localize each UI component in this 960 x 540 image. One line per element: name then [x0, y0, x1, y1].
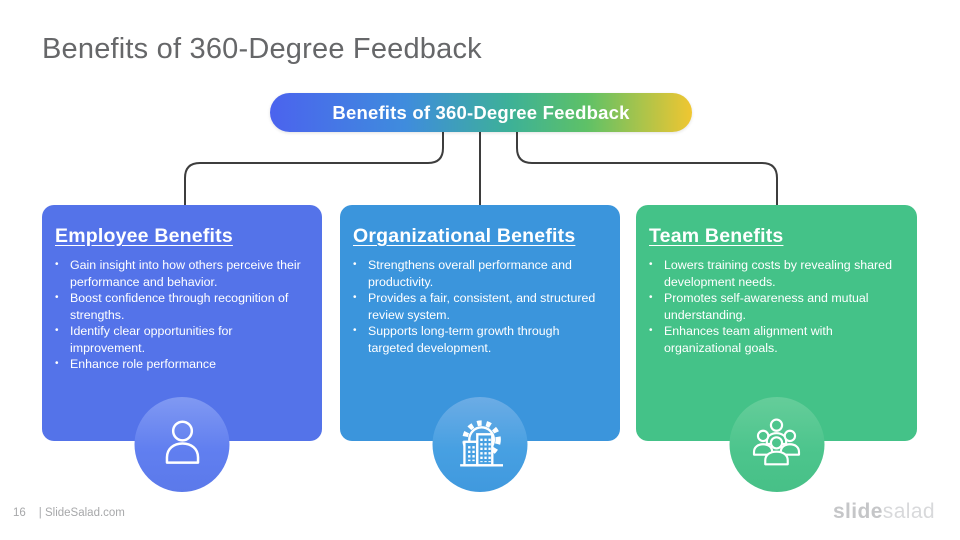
- bullet-marker: •: [55, 358, 59, 369]
- bullet-item: •Enhance role performance: [55, 357, 217, 371]
- bullet-item: •Gain insight into how others perceive t…: [55, 258, 301, 289]
- bullet-item: •Provides a fair, consistent, and struct…: [353, 291, 596, 322]
- bullet-list: •Strengthens overall performance and pro…: [340, 257, 620, 356]
- team-icon: [752, 418, 801, 465]
- bullet-marker: •: [353, 259, 357, 270]
- banner-pill: Benefits of 360-Degree Feedback: [270, 93, 692, 132]
- bullet-marker: •: [649, 292, 653, 303]
- person-icon: [165, 419, 199, 464]
- card-organizational-benefits: Organizational Benefits •Strengthens ove…: [340, 205, 620, 492]
- site-label: | SlideSalad.com: [38, 507, 125, 519]
- bullet-item: •Promotes self-awareness and mutual unde…: [649, 291, 869, 322]
- bullet-marker: •: [353, 325, 357, 336]
- banner-label: Benefits of 360-Degree Feedback: [332, 101, 630, 123]
- bullet-item: •Boost confidence through recognition of…: [55, 291, 289, 322]
- slidesalad-logo: slidesalad: [833, 500, 935, 524]
- bullet-item: •Lowers training costs by revealing shar…: [649, 258, 892, 289]
- icon-badge: [432, 397, 528, 492]
- bullet-marker: •: [649, 325, 653, 336]
- page-title: Benefits of 360-Degree Feedback: [42, 33, 482, 65]
- page-number: 16: [13, 507, 26, 519]
- bullet-marker: •: [55, 259, 59, 270]
- card-title: Employee Benefits: [55, 225, 233, 247]
- connector-right: [516, 131, 778, 205]
- bullet-item: •Supports long-term growth through targe…: [353, 324, 560, 355]
- bullet-marker: •: [55, 292, 59, 303]
- bullet-marker: •: [55, 325, 59, 336]
- icon-badge: [729, 397, 824, 492]
- logo-light-part: salad: [882, 500, 935, 523]
- bullet-marker: •: [353, 292, 357, 303]
- footer: 16 | SlideSalad.com: [13, 507, 125, 519]
- card-team-benefits: Team Benefits •Lowers training costs by …: [636, 205, 917, 492]
- card-employee-benefits: Employee Benefits •Gain insight into how…: [42, 205, 322, 492]
- organization-gear-icon: [459, 419, 503, 467]
- bullet-item: •Strengthens overall performance and pro…: [353, 258, 572, 289]
- bullet-marker: •: [649, 259, 653, 270]
- card-title: Team Benefits: [649, 225, 784, 247]
- card-title: Organizational Benefits: [353, 225, 576, 247]
- logo-bold-part: slide: [832, 500, 883, 523]
- bullet-item: •Enhances team alignment with organizati…: [649, 324, 833, 355]
- bullet-item: •Identify clear opportunities for improv…: [55, 324, 233, 355]
- connector-left: [184, 131, 444, 205]
- bullet-list: •Gain insight into how others perceive t…: [42, 257, 322, 373]
- bullet-list: •Lowers training costs by revealing shar…: [636, 257, 917, 356]
- icon-badge: [134, 397, 230, 492]
